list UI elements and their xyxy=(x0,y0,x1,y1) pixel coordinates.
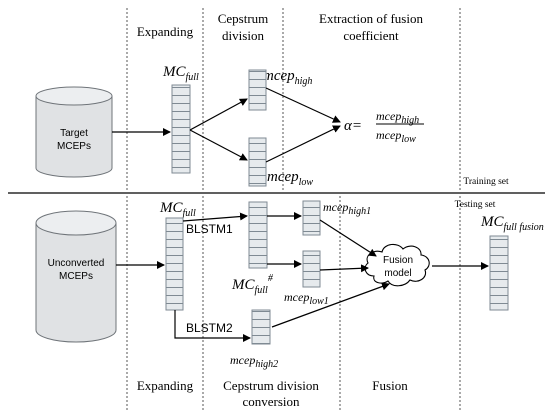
alpha-denominator: mceplow xyxy=(376,128,416,145)
arrow-mcfull-to-blstm2-out xyxy=(174,310,251,342)
mc-full-fusion-label: MCfull fusion xyxy=(480,214,544,233)
unconverted-mceps-cylinder: Unconverted MCEPs xyxy=(35,210,117,343)
header-expanding-top: Expanding xyxy=(137,24,194,39)
mcep-low1-bar xyxy=(302,250,321,288)
unconverted-label-2: MCEPs xyxy=(59,271,93,282)
header-extraction-1: Extraction of fusion xyxy=(319,11,423,26)
mc-full-bottom-label: MCfull xyxy=(159,200,196,219)
mc-full-hash-bar xyxy=(248,201,268,269)
fusion-model-cloud: Fusion model xyxy=(364,243,430,287)
arrow-high-to-alpha xyxy=(265,87,341,123)
header-cepstrum-top-2: division xyxy=(222,28,264,43)
mcep-low-bar xyxy=(248,137,267,187)
unconverted-label-1: Unconverted xyxy=(48,258,105,269)
arrow-high1-to-fusion xyxy=(319,219,377,257)
arrow-to-mcep-low xyxy=(189,129,248,161)
mcep-high-bar xyxy=(248,69,267,111)
mc-full-hash-label: MCfull# xyxy=(231,273,274,296)
arrow-to-mcep-high xyxy=(189,98,248,131)
mcep-high1-bar xyxy=(302,200,321,236)
arrow-high2-to-fusion xyxy=(271,282,390,328)
alpha-numerator: mcephigh xyxy=(376,109,419,126)
mc-full-top-label: MCfull xyxy=(162,64,199,83)
fusion-model-label-1: Fusion xyxy=(383,255,413,266)
header-cepstrum-conv-2: conversion xyxy=(242,394,300,409)
target-mceps-label-1: Target xyxy=(60,128,88,139)
mcep-high1-label: mcephigh1 xyxy=(323,200,371,217)
fusion-model-label-2: model xyxy=(384,268,411,279)
target-mceps-cylinder: Target MCEPs xyxy=(35,86,113,178)
arrow-low1-to-fusion xyxy=(319,264,369,273)
alpha-formula: α= mcephigh mceplow xyxy=(344,109,424,145)
training-set-label: Training set xyxy=(463,177,509,187)
header-fusion: Fusion xyxy=(372,378,408,393)
blstm2-label: BLSTM2 xyxy=(186,321,233,335)
mc-full-top-bar xyxy=(171,84,191,174)
blstm1-label: BLSTM1 xyxy=(186,222,233,236)
mc-full-fusion-bar xyxy=(489,235,509,311)
arrow-mcfull-to-blstm1-out xyxy=(182,212,248,222)
header-cepstrum-top-1: Cepstrum xyxy=(218,11,269,26)
arrow-low-to-alpha xyxy=(265,125,341,163)
target-mceps-label-2: MCEPs xyxy=(57,141,91,152)
mcep-high2-bar xyxy=(251,309,271,345)
mcep-low1-label: mceplow1 xyxy=(284,290,329,307)
header-extraction-2: coefficient xyxy=(343,28,399,43)
header-expanding-bottom: Expanding xyxy=(137,378,194,393)
mcep-high-label: mcephigh xyxy=(263,68,312,87)
mc-full-bottom-bar xyxy=(165,217,184,311)
testing-set-label: Testing set xyxy=(455,200,496,210)
mcep-high2-label: mcephigh2 xyxy=(230,353,278,370)
alpha-symbol: α= xyxy=(344,118,362,134)
header-cepstrum-conv-1: Cepstrum division xyxy=(223,378,319,393)
mcep-low-label: mceplow xyxy=(267,169,313,188)
